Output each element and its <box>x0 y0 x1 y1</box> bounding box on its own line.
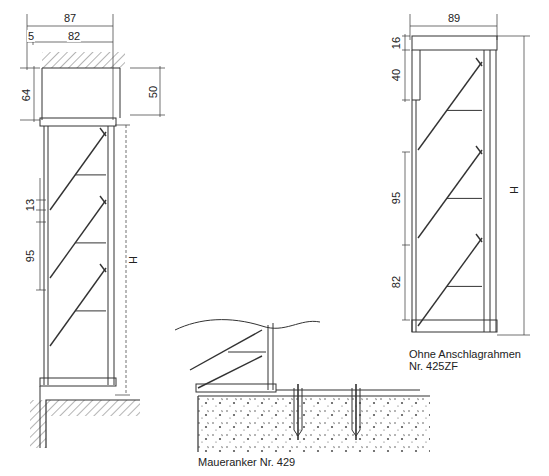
dimension-label: 82 <box>390 275 402 289</box>
frame-profile <box>412 36 497 332</box>
louvre-blades <box>50 128 106 346</box>
wall-anchor <box>294 384 360 440</box>
dimension-label: 40 <box>390 68 402 82</box>
dimension-label: H <box>508 185 520 195</box>
dimension-label: 89 <box>447 12 461 24</box>
note-label: Maueranker Nr. 429 <box>197 456 296 468</box>
dimension-lines <box>20 14 165 395</box>
note-label: Ohne Anschlagrahmen Nr. 425ZF <box>408 348 528 372</box>
wall-reveal <box>42 68 120 120</box>
dimension-lines <box>402 14 530 335</box>
dimension-label: H <box>127 255 139 265</box>
concrete-sill <box>198 396 430 452</box>
frame-profile <box>190 323 420 392</box>
dimension-label: 5 <box>27 30 35 42</box>
dimension-label: 95 <box>24 249 36 263</box>
dimension-label: 82 <box>67 30 81 42</box>
dimension-label: 13 <box>24 198 36 212</box>
dimension-label: 87 <box>63 12 77 24</box>
wall-reveal <box>46 400 140 448</box>
dimension-label: 64 <box>20 88 32 102</box>
break-line <box>175 320 320 330</box>
dimension-label: 16 <box>390 36 402 50</box>
concrete-sill <box>198 396 430 452</box>
dimension-label: 95 <box>390 191 402 205</box>
dimension-label: 50 <box>147 85 159 99</box>
louvre-blades <box>418 58 482 326</box>
frame-profile <box>40 118 116 448</box>
